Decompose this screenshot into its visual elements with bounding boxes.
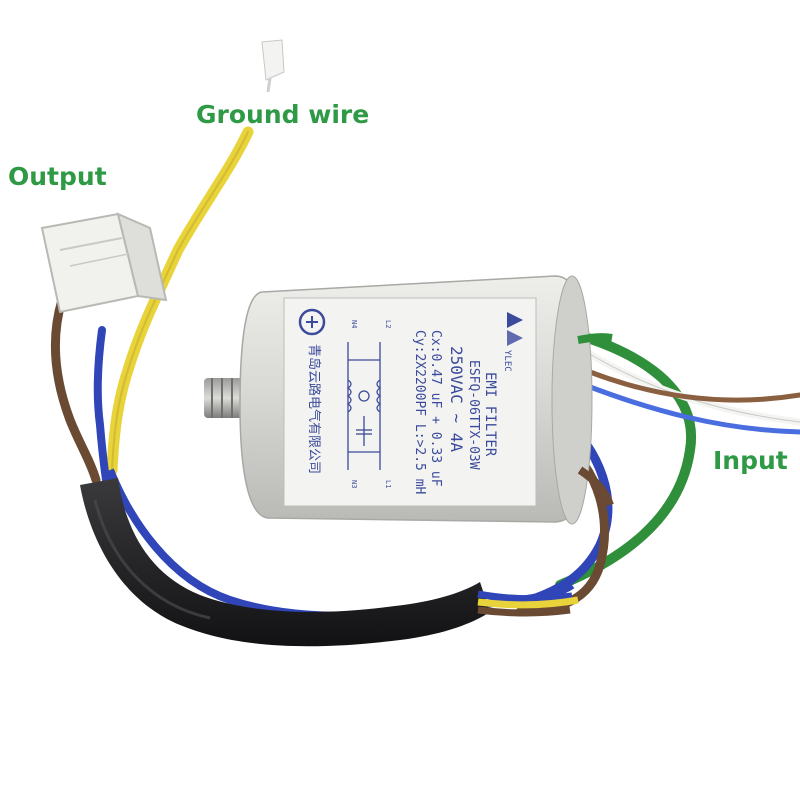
- label-line-5: Cy:2X2200PF L:>2.5 mH: [412, 330, 427, 494]
- input-brown-wire: [587, 369, 800, 403]
- ylec-logo-icon: [507, 312, 523, 346]
- label-line-3: 250VAC ~ 4A: [447, 346, 466, 452]
- ground-wire-callout: Ground wire: [196, 100, 370, 129]
- terminal-n4: N4: [350, 320, 358, 328]
- terminal-l2: L2: [384, 320, 392, 328]
- brand-text: YLEC: [502, 350, 512, 372]
- manufacturer-text: 青岛云路电气有限公司: [306, 344, 322, 474]
- input-callout: Input: [713, 446, 788, 475]
- filter-schematic: [346, 342, 382, 470]
- output-callout: Output: [8, 162, 107, 191]
- label-line-2: ESFQ-06TTX-03W: [466, 360, 481, 470]
- filter-label: YLEC EMI FILTER ESFQ-06TTX-03W 250VAC ~ …: [283, 297, 537, 507]
- heat-shrink-sleeve: [80, 478, 490, 647]
- input-green-loop: [555, 325, 697, 590]
- label-line-1: EMI FILTER: [482, 372, 498, 457]
- input-blue-wire: [582, 382, 800, 435]
- cert-mark-icon: [298, 308, 326, 336]
- terminal-n3: N3: [350, 480, 358, 488]
- output-connector: [40, 212, 168, 314]
- output-brown-wire: [50, 295, 101, 485]
- output-blue-wire: [93, 326, 110, 484]
- ground-wire-end: [261, 39, 285, 93]
- terminal-l1: L1: [384, 480, 392, 488]
- label-line-4: Cx:0.47 uF + 0.33 uF: [428, 330, 443, 487]
- ground-wire: [106, 126, 254, 476]
